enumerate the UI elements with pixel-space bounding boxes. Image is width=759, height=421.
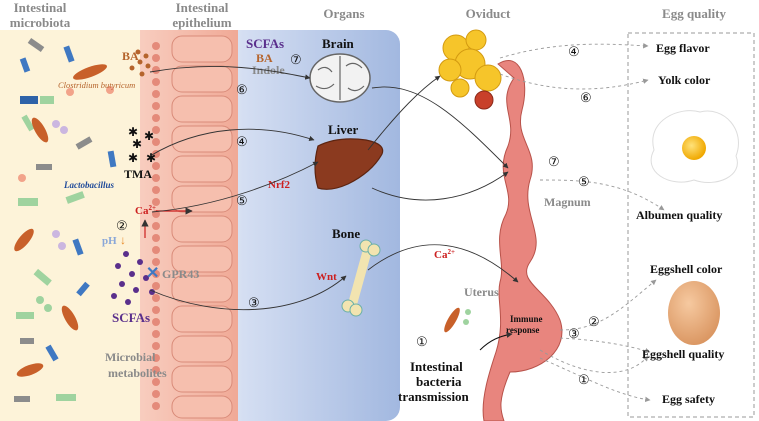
transmission-label-1: Intestinal [410, 359, 463, 374]
ph-down-arrow: ↓ [120, 233, 126, 247]
magnum-label: Magnum [544, 195, 591, 209]
pathway-arrows-left [149, 66, 347, 311]
pathway-arrows-oviduct [367, 75, 519, 283]
ba-dots [129, 49, 151, 77]
eggshell-color-label: Eggshell color [650, 262, 723, 276]
pathway-3-egg: ③ [568, 326, 580, 341]
gpr43-receptor-icon: ✕ [146, 265, 159, 282]
immune-response-1: Immune [510, 314, 543, 324]
transmission-label-2: bacteria [416, 374, 462, 389]
pathway-3-left: ③ [248, 295, 260, 310]
transmission-coccus-icon [465, 309, 471, 315]
pathway-7-egg: ⑦ [548, 154, 560, 169]
svg-text:✱: ✱ [144, 129, 154, 143]
wnt-label: Wnt [316, 271, 337, 283]
pathway-5-egg: ⑤ [578, 174, 590, 189]
immune-response-2: response [506, 325, 539, 335]
nrf2-label: Nrf2 [268, 179, 290, 191]
bone-label: Bone [332, 226, 360, 241]
pathway-6-left: ⑥ [236, 82, 248, 97]
liver-label: Liver [328, 122, 359, 137]
ca-label-oviduct: Ca2+ [434, 248, 455, 261]
egg-quality-box [627, 32, 755, 418]
pathway-arrows-egg-quality [499, 43, 665, 403]
bone-icon [341, 239, 381, 317]
header-epithelium-2: epithelium [172, 15, 231, 30]
microbial-metabolites-2: metabolites [108, 366, 167, 380]
brush-border [152, 42, 160, 410]
pathway-6-egg: ⑥ [580, 90, 592, 105]
pathway-5-left: ⑤ [236, 193, 248, 208]
header-organs: Organs [323, 6, 364, 21]
fried-egg-icon [650, 110, 739, 184]
tma-stars: ✱✱ ✱ ✱✱ [128, 125, 156, 165]
brain-scfas-label: SCFAs [246, 36, 284, 51]
egg-flavor-label: Egg flavor [656, 41, 710, 55]
transmission-bacterium-icon [444, 307, 460, 333]
pathway-1-transmission: ① [416, 334, 428, 349]
egg-safety-label: Egg safety [662, 392, 715, 406]
brain-ba-label: BA [256, 51, 273, 65]
scfa-dots [111, 251, 155, 305]
ovary-icon [438, 29, 502, 110]
pathway-1-egg: ① [578, 372, 590, 387]
pathway-2-left: ② [116, 218, 128, 233]
liver-icon [314, 138, 384, 190]
ph-label: pH [102, 235, 117, 247]
header-egg-quality: Egg quality [662, 6, 726, 21]
albumen-quality-label: Albumen quality [636, 208, 722, 222]
ca-label-epithelium: Ca2+ [135, 204, 156, 217]
brain-label: Brain [322, 36, 355, 51]
pathway-4-left: ④ [236, 134, 248, 149]
brain-indole-label: Indole [252, 63, 285, 77]
pathway-4-egg: ④ [568, 44, 580, 59]
svg-text:✱: ✱ [132, 137, 142, 151]
svg-text:✱: ✱ [146, 151, 156, 165]
yolk-color-label: Yolk color [658, 73, 711, 87]
header-microbiota-2: microbiota [10, 15, 71, 30]
uterus-label: Uterus [464, 285, 499, 299]
transmission-label-3: transmission [398, 389, 470, 404]
scfas-label: SCFAs [112, 310, 150, 325]
egg-icon [668, 281, 720, 345]
svg-text:✱: ✱ [128, 151, 138, 165]
microbiota-panel [0, 30, 160, 421]
svg-text:✱: ✱ [128, 125, 138, 139]
header-oviduct: Oviduct [466, 6, 511, 21]
header-epithelium-1: Intestinal [176, 0, 229, 15]
clostridium-label: Clostridium butyricum [58, 80, 135, 90]
pathway-2-egg: ② [588, 314, 600, 329]
tma-label: TMA [124, 167, 152, 181]
brain-icon [309, 53, 371, 103]
eggshell-quality-label: Eggshell quality [642, 347, 724, 361]
bacteria-icons [14, 37, 117, 402]
pathway-7-brain: ⑦ [290, 52, 302, 67]
ba-label: BA [122, 49, 139, 63]
gpr43-label: GPR43 [162, 267, 199, 281]
header-microbiota-1: Intestinal [14, 0, 67, 15]
epithelium-cells [171, 35, 233, 419]
microbial-metabolites-1: Microbial [105, 350, 156, 364]
lactobacillus-label: Lactobacillus [63, 180, 114, 190]
oviduct-icon [482, 60, 563, 421]
